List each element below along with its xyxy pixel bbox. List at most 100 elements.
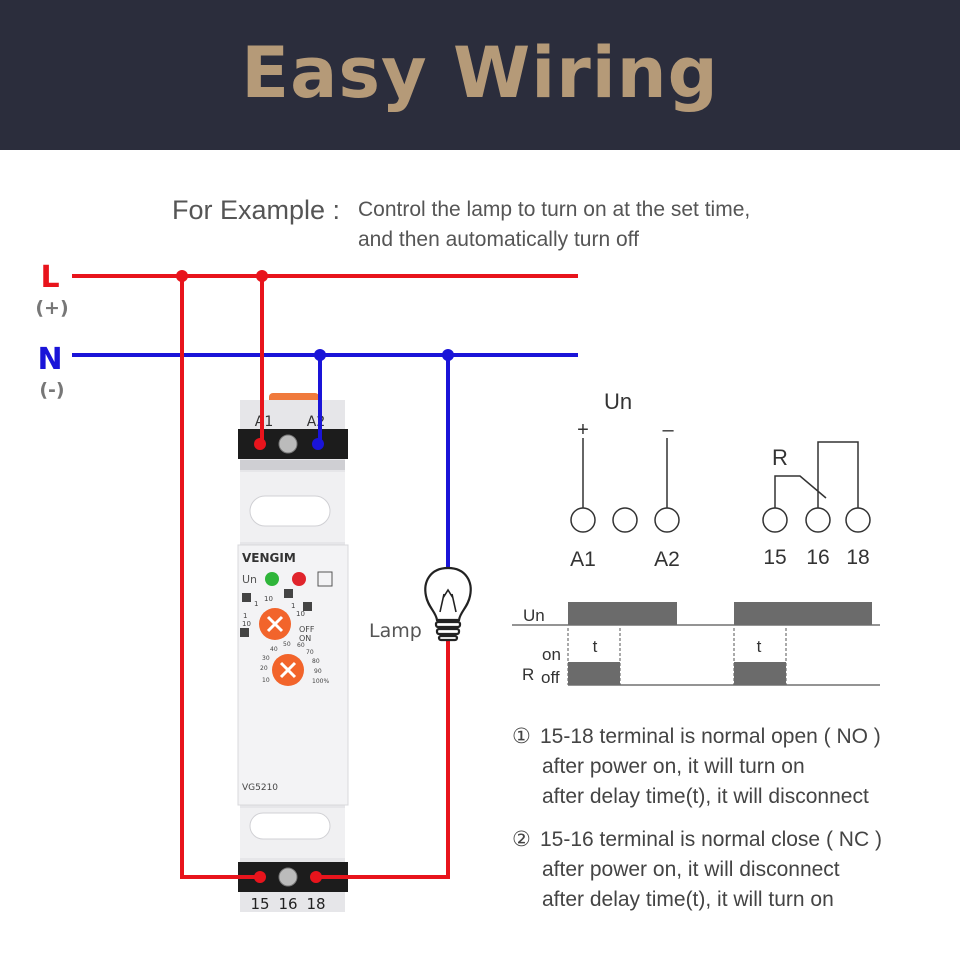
- terminal-a1-connection: [254, 438, 266, 450]
- dial-tick-label: 50: [283, 641, 291, 648]
- timing-un-label: Un: [523, 606, 545, 625]
- bottom-slot: [249, 812, 331, 840]
- page-title: Easy Wiring: [241, 32, 719, 114]
- knob-cross-icon: [266, 615, 284, 633]
- junction-dot: [256, 270, 268, 282]
- relay-led: [292, 572, 306, 586]
- dial-tick-label: 70: [306, 649, 314, 656]
- brand-logo: VENGIM: [242, 551, 296, 565]
- schematic-a2-label: A2: [654, 548, 680, 571]
- time-percent-dial[interactable]: 10 20 30 40 50 60 70 80 90 100%: [260, 641, 329, 686]
- n-rail-sign: (-): [39, 379, 64, 401]
- schematic-terminal-a1: [570, 507, 596, 533]
- note-number: ②: [512, 828, 531, 851]
- junction-dot: [314, 349, 326, 361]
- junction-dot: [176, 270, 188, 282]
- timing-r-label: R: [522, 665, 534, 684]
- schematic-18-label: 18: [846, 546, 869, 569]
- model-number: VG5210: [242, 783, 278, 793]
- dial-tick-label: 10: [262, 677, 270, 684]
- lamp-bulb-icon: [424, 566, 472, 642]
- relay-symbol-icon: [317, 571, 333, 587]
- dial-tick-label: 40: [270, 646, 278, 653]
- schematic-a1-label: A1: [570, 548, 596, 571]
- terminal-label-18: 18: [306, 895, 325, 913]
- relay-on-pulse: [734, 662, 786, 685]
- mode-h-icon: [284, 589, 293, 598]
- dial-tick-label: 10: [264, 595, 273, 603]
- timer-relay-device: VENGIM Un 1 10 1 10 1 10 OFF ON 10 20 30…: [237, 393, 349, 913]
- un-pulse: [568, 602, 677, 625]
- schematic-15-label: 15: [763, 546, 786, 569]
- mode-m-icon: [242, 593, 251, 602]
- terminal-15-connection: [254, 871, 266, 883]
- title-banner: Easy Wiring: [0, 0, 960, 150]
- schematic-16-label: 16: [806, 546, 829, 569]
- top-middle-screw: [278, 434, 298, 454]
- note-heading: 15-18 terminal is normal open ( NO ): [540, 725, 881, 748]
- un-indicator-label: Un: [242, 573, 257, 586]
- terminal-schematic: Un + – A1 A2 R 15 16 18: [570, 389, 871, 571]
- delay-t-label: t: [593, 637, 598, 656]
- schematic-terminal-empty: [612, 507, 638, 533]
- example-label: For Example :: [172, 195, 341, 225]
- top-label-strip: [240, 460, 345, 470]
- top-slot: [249, 495, 331, 527]
- l-rail-sign: (+): [35, 297, 68, 319]
- relay-on-pulse: [568, 662, 620, 685]
- lamp-switched-wire: [316, 640, 450, 879]
- timing-on-label: on: [542, 645, 561, 664]
- note-line: after power on, it will turn on: [542, 755, 805, 778]
- l-rail-label: L: [40, 260, 59, 295]
- note-line: after delay time(t), it will disconnect: [542, 785, 869, 808]
- dial-tick-label: 1: [291, 602, 295, 610]
- schematic-minus-sign: –: [662, 419, 674, 441]
- note-normally-closed: ② 15-16 terminal is normal close ( NC ) a…: [512, 825, 882, 915]
- dial-tick-label: 1: [254, 600, 258, 608]
- un-pulse: [734, 602, 872, 625]
- dial-tick-label: 60: [297, 642, 305, 649]
- timing-diagram: Un t t on R off: [512, 602, 880, 687]
- note-number: ①: [512, 725, 531, 748]
- terminal-label-a2: A2: [307, 414, 325, 430]
- terminal-16-screw: [278, 867, 298, 887]
- dial-tick-label: 30: [262, 655, 270, 662]
- dial-off-label: OFF: [299, 625, 315, 634]
- power-led: [265, 572, 279, 586]
- schematic-plus-sign: +: [577, 419, 589, 441]
- dial-tick-label: 100%: [312, 678, 329, 685]
- terminal-label-16: 16: [278, 895, 297, 913]
- n-rail-label: N: [37, 342, 62, 377]
- dial-tick-label: 20: [260, 665, 268, 672]
- knob-cross-icon: [279, 661, 297, 679]
- dial-tick-label: 10: [296, 610, 305, 618]
- terminal-label-15: 15: [250, 895, 269, 913]
- schematic-un-label: Un: [604, 389, 632, 414]
- terminal-18-connection: [310, 871, 322, 883]
- schematic-terminal-a2: [654, 507, 680, 533]
- terminal-15-feed-wire: [180, 276, 260, 879]
- schematic-terminal-18: [845, 507, 871, 533]
- time-range-dial[interactable]: 1 10 1 10 1 10 OFF ON: [242, 595, 315, 643]
- schematic-terminal-15: [762, 507, 788, 533]
- terminal-a2-connection: [312, 438, 324, 450]
- mode-d-icon: [303, 602, 312, 611]
- dial-tick-label: 1: [243, 612, 247, 620]
- note-normally-open: ① 15-18 terminal is normal open ( NO ) af…: [512, 722, 881, 812]
- note-heading: 15-16 terminal is normal close ( NC ): [540, 828, 882, 851]
- timing-off-label: off: [541, 668, 560, 687]
- note-line: after power on, it will disconnect: [542, 858, 840, 881]
- example-description-line-1: Control the lamp to turn on at the set t…: [358, 198, 751, 221]
- dial-tick-label: 80: [312, 658, 320, 665]
- mode-s-icon: [240, 628, 249, 637]
- junction-dot: [442, 349, 454, 361]
- example-description-line-2: and then automatically turn off: [358, 228, 639, 251]
- delay-t-label: t: [757, 637, 762, 656]
- dial-tick-label: 10: [242, 620, 251, 628]
- relay-contact-lines: [774, 441, 859, 508]
- schematic-terminal-16: [805, 507, 831, 533]
- schematic-r-label: R: [772, 445, 788, 470]
- dial-tick-label: 90: [314, 668, 322, 675]
- note-line: after delay time(t), it will turn on: [542, 888, 834, 911]
